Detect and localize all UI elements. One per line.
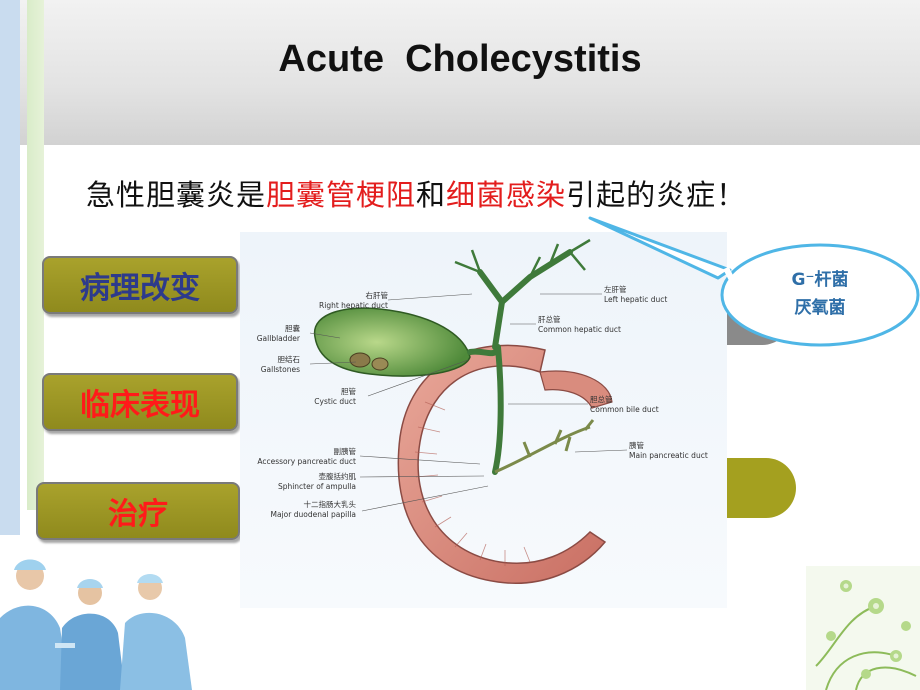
diagram-label-zh: 左肝管 <box>604 284 627 294</box>
diagram-label-zh: 胆囊 <box>285 323 300 333</box>
diagram-label-en: Main pancreatic duct <box>629 451 708 460</box>
subtitle-part: 引起的炎症！ <box>566 178 747 212</box>
floral-decoration <box>806 566 920 690</box>
diagram-label-en: Gallstones <box>261 365 300 374</box>
diagram-label-en: Right hepatic duct <box>319 301 388 310</box>
header-band <box>0 0 920 145</box>
hepatic-branches <box>454 238 591 278</box>
biliary-anatomy-diagram: 右肝管 Right hepatic duct 胆囊 Gallbladder 胆结… <box>240 232 727 608</box>
diagram-label-en: Common hepatic duct <box>538 325 621 334</box>
slide-title: Acute Cholecystitis <box>278 38 642 80</box>
pathology-button[interactable]: 病理改变 <box>42 256 238 314</box>
diagram-label-en: Sphincter of ampulla <box>278 482 356 491</box>
diagram-label-en: Common bile duct <box>590 405 659 414</box>
diagram-label-en: Cystic duct <box>314 397 356 406</box>
diagram-label-en: Gallbladder <box>257 334 301 343</box>
callout-line: G⁻杆菌 <box>791 270 849 290</box>
duodenum-top <box>539 370 613 409</box>
diagram-label-en: Accessory pancreatic duct <box>257 457 356 466</box>
callout-line: 厌氧菌 <box>794 298 846 318</box>
subtitle-part: 和 <box>416 178 447 212</box>
diagram-label-zh: 肝总管 <box>538 314 561 324</box>
slide-subtitle: 急性胆囊炎是胆囊管梗阻和细菌感染引起的炎症！ <box>86 172 746 214</box>
diagram-label-zh: 胰管 <box>629 440 644 450</box>
diagram-label-zh: 右肝管 <box>366 290 389 300</box>
bile-ducts <box>467 249 573 475</box>
diagram-label-zh: 胆总管 <box>590 394 613 404</box>
subtitle-highlight: 胆囊管梗阻 <box>266 178 417 212</box>
pancreatic-duct <box>494 419 595 474</box>
callout-bubble <box>588 216 920 347</box>
diagram-label-zh: 胆管 <box>341 386 356 396</box>
diagram-label-zh: 壶腹括约肌 <box>319 471 357 481</box>
subtitle-part: 急性胆囊炎是 <box>86 178 267 212</box>
duodenum <box>397 344 607 584</box>
gallstone <box>349 352 371 368</box>
leader-lines <box>309 293 628 512</box>
callout-text: G⁻杆菌 厌氧菌 <box>760 266 880 322</box>
diagram-label-zh: 胆结石 <box>278 354 301 364</box>
clinical-manifestation-button[interactable]: 临床表现 <box>42 373 238 431</box>
decor-pill-olive <box>720 458 796 518</box>
diagram-label-zh: 副胰管 <box>334 446 357 456</box>
gallstone <box>371 357 389 371</box>
diagram-label-en: Major duodenal papilla <box>271 510 356 519</box>
diagram-label-en: Left hepatic duct <box>604 295 667 304</box>
diagram-label-zh: 十二指肠大乳头 <box>304 499 357 509</box>
treatment-button[interactable]: 治疗 <box>36 482 240 540</box>
subtitle-highlight: 细菌感染 <box>446 178 567 212</box>
surgeons-illustration <box>0 559 192 690</box>
left-decor-strip <box>0 0 20 535</box>
left-decor-strip-green <box>27 0 44 510</box>
